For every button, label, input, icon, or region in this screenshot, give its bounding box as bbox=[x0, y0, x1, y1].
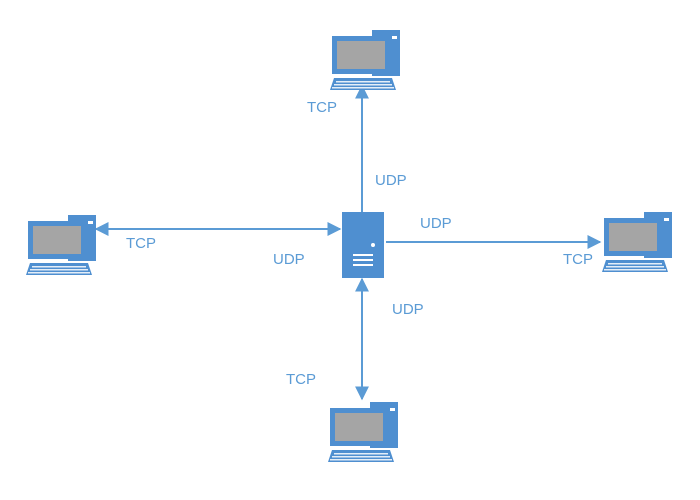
udp-label-top: UDP bbox=[375, 172, 407, 189]
udp-label-bottom: UDP bbox=[392, 301, 424, 318]
computer-icon bbox=[328, 402, 398, 462]
tcp-label-right: TCP bbox=[563, 251, 593, 268]
computer-icon bbox=[330, 30, 400, 90]
tcp-label-left: TCP bbox=[126, 235, 156, 252]
computer-icon bbox=[602, 212, 672, 272]
tcp-label-top: TCP bbox=[307, 99, 337, 116]
tcp-label-bottom: TCP bbox=[286, 371, 316, 388]
udp-label-left: UDP bbox=[273, 251, 305, 268]
udp-label-right: UDP bbox=[420, 215, 452, 232]
server-icon bbox=[342, 212, 384, 278]
computer-icon bbox=[26, 215, 96, 275]
